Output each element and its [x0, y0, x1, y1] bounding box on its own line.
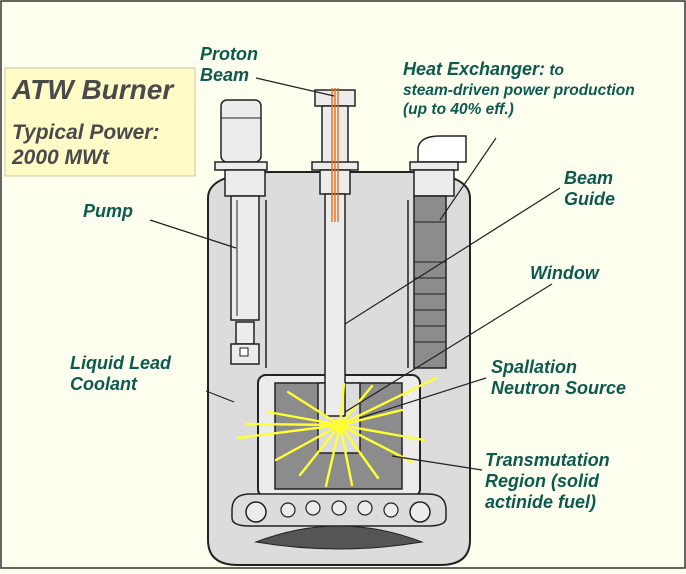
burst-ray — [324, 423, 342, 488]
leader-beam-guide — [344, 187, 561, 325]
pump-inlet-port — [239, 347, 249, 357]
plenum-port — [305, 500, 321, 516]
leader-proton-beam — [255, 77, 335, 97]
label-spallation-line1: Spallation — [491, 357, 577, 377]
leader-transmutation — [391, 455, 483, 471]
burst-ray — [338, 408, 404, 427]
label-heat-exchanger-line3: (up to 40% eff.) — [403, 101, 514, 118]
burst-ray — [338, 376, 438, 427]
heat-exchanger — [409, 135, 467, 369]
pump-impeller-housing — [235, 321, 255, 345]
burst-core — [333, 419, 347, 433]
leader-heat-exchanger — [439, 137, 497, 221]
labels: Proton Beam Heat Exchanger: to steam-dri… — [70, 44, 635, 512]
beam-guide-pipe — [324, 193, 346, 417]
pump — [214, 99, 268, 365]
label-heat-exchanger-head: Heat Exchanger: — [403, 59, 545, 79]
pump-flange — [214, 161, 268, 171]
label-coolant-line1: Liquid Lead — [70, 353, 172, 373]
label-beam-guide-line2: Guide — [564, 189, 615, 209]
label-window: Window — [530, 263, 600, 283]
label-heat-exchanger-line2: steam-driven power production — [403, 82, 635, 99]
plenum-port — [245, 501, 267, 523]
burst-ray — [338, 423, 380, 480]
leader-spallation — [359, 377, 487, 419]
heat-exchanger-bundle — [413, 195, 447, 369]
label-beam-guide-line1: Beam — [564, 168, 613, 188]
plenum-port — [280, 502, 296, 518]
pump-neck — [224, 169, 266, 197]
title: ATW Burner — [11, 74, 175, 105]
label-transmutation-line2: Region (solid — [485, 471, 600, 491]
plenum-port — [409, 501, 431, 523]
leader-pump — [149, 219, 237, 249]
burst-ray — [236, 423, 342, 440]
heat-exchanger-neck — [413, 169, 455, 197]
label-proton-beam-line2: Beam — [200, 65, 249, 85]
plenum-port — [383, 502, 399, 518]
burst-ray — [274, 423, 342, 462]
label-pump: Pump — [83, 201, 133, 221]
burst-ray — [244, 422, 342, 427]
plenum-port — [357, 500, 373, 516]
title-box: ATW Burner Typical Power: 2000 MWt — [4, 67, 196, 177]
leader-coolant — [205, 390, 235, 403]
vessel-bottom-dish — [254, 525, 424, 550]
label-transmutation-line1: Transmutation — [485, 450, 610, 470]
pump-motor — [220, 99, 262, 163]
burst-ray — [338, 423, 426, 442]
burst-ray — [298, 423, 342, 477]
burst-ray — [338, 423, 414, 464]
label-coolant-line2: Coolant — [70, 374, 138, 394]
power-label: Typical Power: — [12, 121, 159, 144]
pump-column — [230, 195, 260, 321]
title-box-background — [4, 67, 196, 177]
burst-ray — [338, 423, 354, 487]
label-transmutation-line3: actinide fuel) — [485, 492, 596, 512]
label-proton-beam-line1: Proton — [200, 44, 258, 64]
leader-window — [344, 283, 553, 413]
label-heat-exchanger-tail: to — [545, 62, 564, 79]
leader-lines — [149, 77, 561, 471]
label-spallation-line2: Neutron Source — [491, 378, 626, 398]
burst-ray — [338, 382, 346, 427]
burst-ray — [286, 390, 342, 427]
heat-exchanger-elbow — [417, 135, 467, 163]
burst-ray — [266, 410, 342, 427]
label-heat-exchanger-line1: Heat Exchanger: to — [403, 59, 564, 79]
spallation-burst — [236, 376, 438, 488]
heat-exchanger-flange — [409, 161, 459, 171]
power-value: 2000 MWt — [11, 146, 110, 169]
plenum-port — [331, 500, 347, 516]
